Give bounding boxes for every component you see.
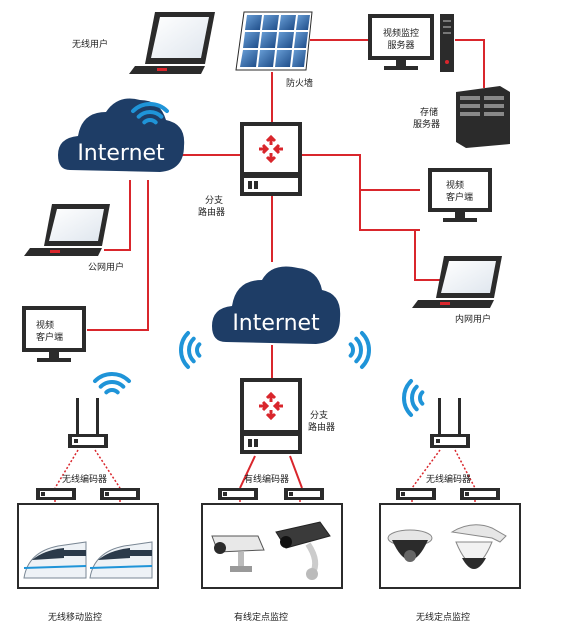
server-tower-icon: [440, 14, 454, 72]
video-server-label-1: 视频监控: [383, 27, 419, 39]
firewall-label: 防火墙: [286, 77, 313, 89]
cloud-shape-mid: [212, 266, 341, 344]
storage-label-2: 服务器: [413, 118, 440, 130]
bullet-camera-icon: [275, 521, 331, 580]
encoder-box: [100, 488, 140, 500]
encoder-box: [396, 488, 436, 500]
train-icon: [23, 541, 87, 579]
wireless-encoder-right-label: 无线编码器: [426, 473, 471, 485]
monitor-icon: 视频 客户端: [22, 306, 86, 362]
line-internet-leftclient: [87, 180, 149, 331]
antenna-icon: [430, 398, 470, 448]
encoder-boxes: [36, 488, 500, 500]
line-server-storage: [455, 39, 485, 88]
branch-router-label-1: 分支: [205, 194, 223, 206]
branch-router-b-label-1: 分支: [310, 409, 328, 421]
dome-camera-icon: [387, 529, 433, 562]
section-left-label: 无线移动监控: [48, 611, 102, 623]
internet-cloud-mid: Internet: [212, 266, 341, 344]
antenna-icon: [68, 398, 108, 448]
section-mid-label: 有线定点监控: [234, 611, 288, 623]
router-icon: [240, 378, 302, 454]
video-client-right-label-1: 视频: [446, 179, 464, 191]
firewall-icon: [235, 11, 313, 71]
monitor-icon: 视频监控 服务器: [368, 14, 434, 70]
wireless-user-label: 无线用户: [72, 38, 108, 50]
video-client-left-label-2: 客户端: [36, 331, 63, 343]
video-server-label-2: 服务器: [387, 39, 414, 51]
router-icon: [240, 122, 302, 196]
internet-label-mid: Internet: [232, 311, 320, 336]
internet-cloud-top: Internet: [58, 98, 185, 172]
internet-label-top: Internet: [77, 141, 165, 166]
section-box-right: [379, 503, 521, 589]
laptop-icon: [412, 256, 502, 308]
monitor-icon: 视频 客户端: [428, 168, 492, 222]
video-client-left-label-1: 视频: [36, 319, 54, 331]
encoder-box: [36, 488, 76, 500]
public-user-label: 公网用户: [88, 261, 124, 273]
encoder-box: [218, 488, 258, 500]
line-router-lanuser: [414, 230, 445, 281]
connection-lines: [87, 39, 485, 489]
video-client-right-label-2: 客户端: [446, 191, 473, 203]
dome-camera-icon: [450, 524, 507, 569]
branch-router-label-2: 路由器: [198, 206, 225, 218]
lan-user-label: 内网用户: [455, 313, 491, 325]
laptop-icon: [129, 12, 215, 74]
line-router-right: [300, 154, 420, 231]
storage-label-1: 存储: [420, 106, 438, 118]
section-right-label: 无线定点监控: [416, 611, 470, 623]
line-router-enc2: [289, 455, 303, 489]
bullet-camera-icon: [211, 535, 265, 572]
train-icon: [89, 541, 153, 579]
laptop-icon: [24, 204, 110, 256]
line-router-enc1: [239, 455, 256, 489]
branch-router-b-label-2: 路由器: [308, 421, 335, 433]
wired-encoder-label: 有线编码器: [244, 473, 289, 485]
wifi-icon: [93, 102, 425, 417]
wireless-encoder-left-label: 无线编码器: [62, 473, 107, 485]
cloud-shape-top: [58, 98, 185, 172]
line-internet-publicuser: [104, 180, 131, 251]
section-box-left: [17, 503, 159, 589]
storage-server-icon: [456, 86, 510, 148]
encoder-box: [460, 488, 500, 500]
encoder-box: [284, 488, 324, 500]
section-box-mid: [201, 503, 343, 589]
